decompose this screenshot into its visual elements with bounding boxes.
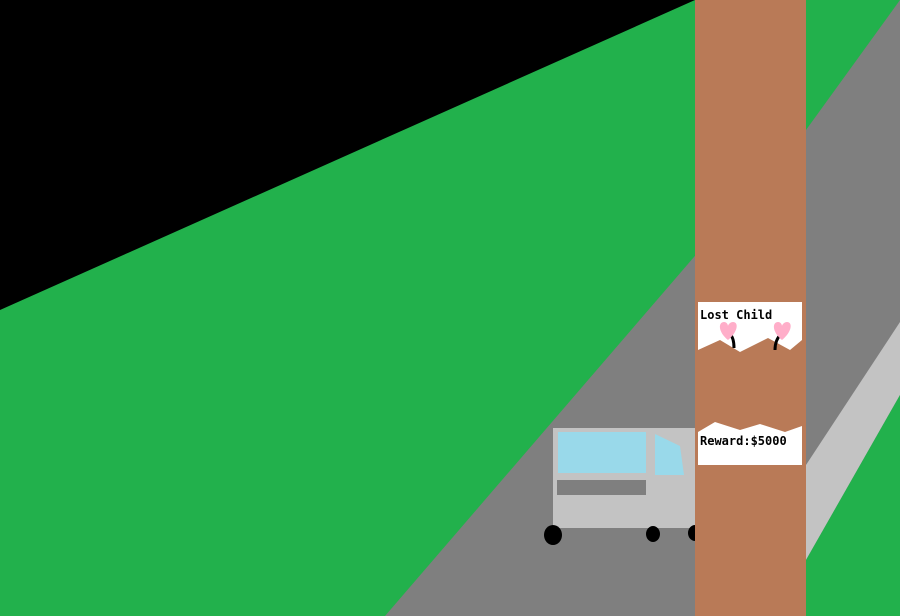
- truck-windshield: [558, 432, 646, 473]
- night-sky: [0, 0, 695, 310]
- poster-title: Lost Child: [700, 308, 772, 322]
- truck-wheel: [646, 526, 660, 542]
- poster-bottom-piece: [698, 422, 802, 465]
- truck-stripe: [557, 480, 646, 495]
- truck-side-window: [655, 434, 684, 475]
- truck-wheel: [544, 525, 562, 545]
- balloon-icon: [773, 322, 791, 351]
- truck[interactable]: [544, 428, 702, 545]
- grass-right: [806, 395, 900, 616]
- lost-child-poster[interactable]: Lost Child Reward:$5000: [698, 302, 802, 465]
- balloon-icon: [719, 322, 737, 349]
- poster-reward: Reward:$5000: [700, 434, 787, 448]
- sidewalk: [806, 322, 900, 560]
